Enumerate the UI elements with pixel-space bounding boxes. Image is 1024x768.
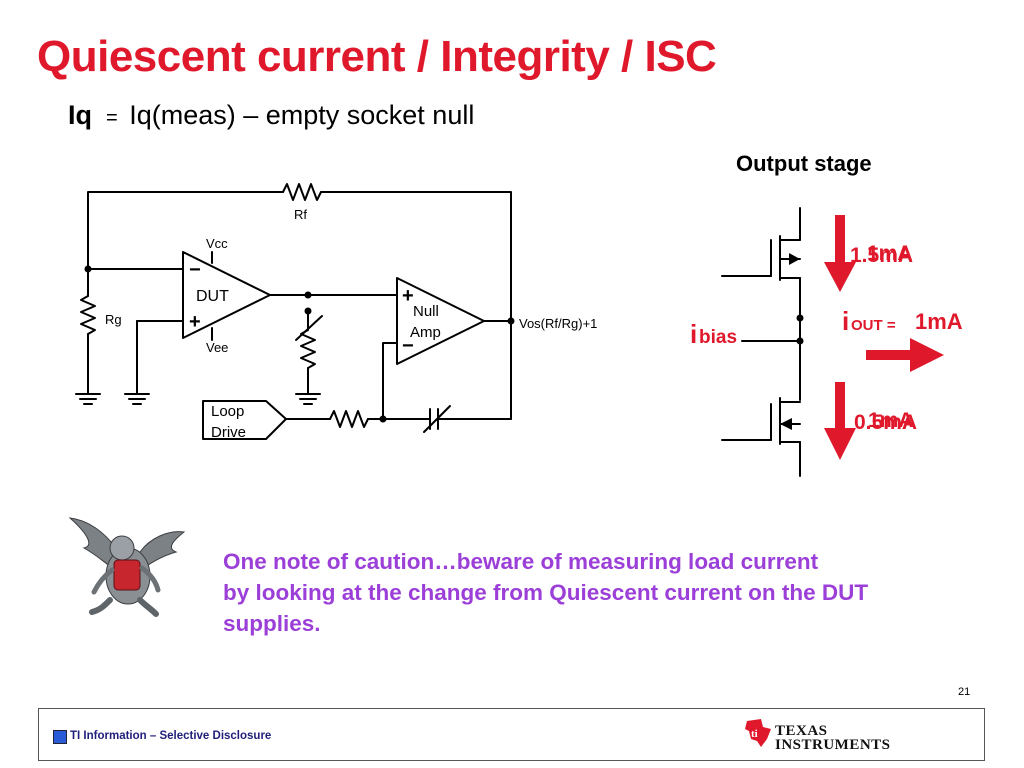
junction-output-stage — [796, 337, 804, 345]
rf-label: Rf — [294, 207, 307, 222]
loop-drive-block — [202, 400, 287, 440]
junction-loop — [379, 415, 387, 423]
top-current-arrow-shaft — [835, 215, 845, 263]
caution-line-2: by looking at the change from Quiescent … — [223, 580, 869, 605]
rf-wire-right — [320, 191, 512, 420]
dut-minus: − — [189, 259, 201, 281]
vos-label: Vos(Rf/Rg)+1 — [519, 316, 597, 331]
iout-value: 1mA — [915, 309, 963, 334]
slide-title: Quiescent current / Integrity / ISC — [37, 32, 717, 81]
ibias-i: i — [690, 319, 697, 349]
null-amp-minus: − — [402, 335, 414, 357]
loop-resistor — [329, 410, 369, 428]
ground-rg — [75, 393, 101, 405]
null-amp-feedback-wire — [382, 342, 398, 420]
top-current-value-b: 1mA — [867, 242, 913, 265]
vcc-label: Vcc — [206, 236, 228, 251]
disclosure-text: TI Information – Selective Disclosure — [70, 730, 272, 742]
caution-note: One note of caution…beware of measuring … — [223, 546, 983, 639]
iq-symbol: Iq — [68, 100, 92, 130]
bottom-current-arrow-head — [824, 428, 856, 460]
null-amp-label-2: Amp — [410, 324, 441, 341]
rg-label: Rg — [105, 312, 122, 327]
caution-line-1: One note of caution…beware of measuring … — [223, 549, 819, 574]
junction-dut-out — [304, 291, 312, 299]
variable-resistor-wiper — [295, 315, 323, 341]
iout-sub: OUT = — [851, 317, 896, 334]
svg-text:ti: ti — [751, 728, 758, 740]
iq-definition: Iq(meas) – empty socket null — [129, 100, 475, 130]
ground-varres — [295, 393, 321, 405]
dut-label: DUT — [196, 288, 229, 305]
junction-pmos-drain — [796, 314, 804, 322]
rg-resistor — [80, 295, 96, 335]
pmos-arrow — [789, 253, 800, 265]
variable-resistor — [300, 329, 316, 369]
junction-vos — [507, 317, 515, 325]
loop-drive-label-2: Drive — [211, 424, 246, 441]
logo-text-texas: TEXAS — [775, 723, 828, 739]
iout-arrow-shaft — [866, 350, 912, 360]
bottom-current-arrow-shaft — [835, 382, 845, 430]
loop-drive-label-1: Loop — [211, 403, 244, 420]
iq-equation: Iq = Iq(meas) – empty socket null — [68, 100, 474, 131]
caution-line-3: supplies. — [223, 611, 321, 636]
nmos-arrow — [780, 418, 792, 430]
junction-inv — [84, 265, 92, 273]
iout-arrow-head — [910, 338, 944, 372]
bottom-current-value-a: 0.5mA — [854, 411, 917, 434]
rf-resistor — [282, 183, 322, 201]
ti-logo: ti TEXAS INSTRUMENTS — [743, 717, 890, 755]
ti-state-icon: ti — [745, 719, 771, 747]
equals-sign: = — [106, 107, 118, 129]
top-current-arrow-head — [824, 262, 856, 292]
junction-varres — [304, 307, 312, 315]
footer-bar: TI Information – Selective Disclosure ti… — [38, 708, 985, 761]
top-current-value-a: 1.5mA — [850, 244, 913, 267]
dut-opamp — [182, 251, 271, 339]
rf-wire-left — [87, 191, 284, 270]
ground-noninv — [124, 393, 150, 405]
iout-i: i — [842, 306, 849, 336]
disclosure-square-icon — [53, 730, 67, 744]
bottom-current-value-b: 1mA — [868, 409, 914, 432]
ibias-sub: bias — [699, 327, 737, 348]
logo-text-instruments: INSTRUMENTS — [775, 737, 891, 753]
output-stage-heading: Output stage — [736, 151, 872, 176]
vee-label: Vee — [206, 340, 228, 355]
page-number: 21 — [958, 686, 971, 698]
null-amp-label-1: Null — [413, 303, 439, 320]
winged-creature-illustration — [68, 517, 186, 617]
null-amp-opamp — [396, 277, 485, 365]
null-amp-plus: + — [402, 285, 414, 307]
dut-plus: + — [189, 311, 201, 333]
